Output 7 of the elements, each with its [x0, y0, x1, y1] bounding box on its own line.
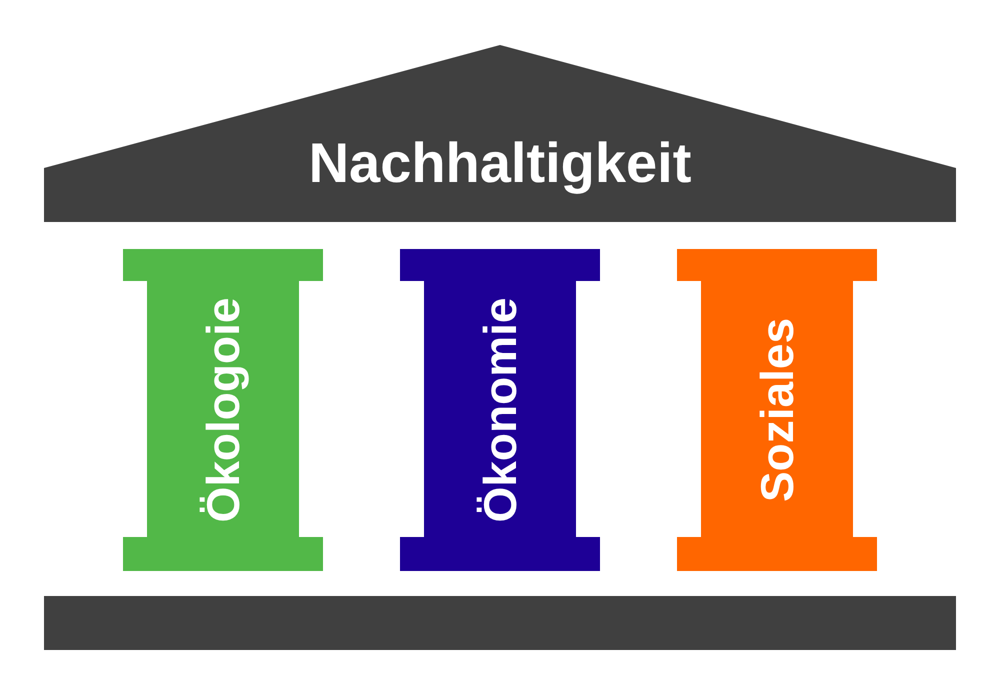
pillar	[677, 249, 877, 571]
pillar-label: Soziales	[754, 318, 800, 502]
base-slab	[44, 596, 956, 650]
pillar	[123, 249, 323, 571]
pillar-label: Ökonomie	[477, 298, 523, 522]
pillar	[400, 249, 600, 571]
roof	[44, 45, 956, 222]
